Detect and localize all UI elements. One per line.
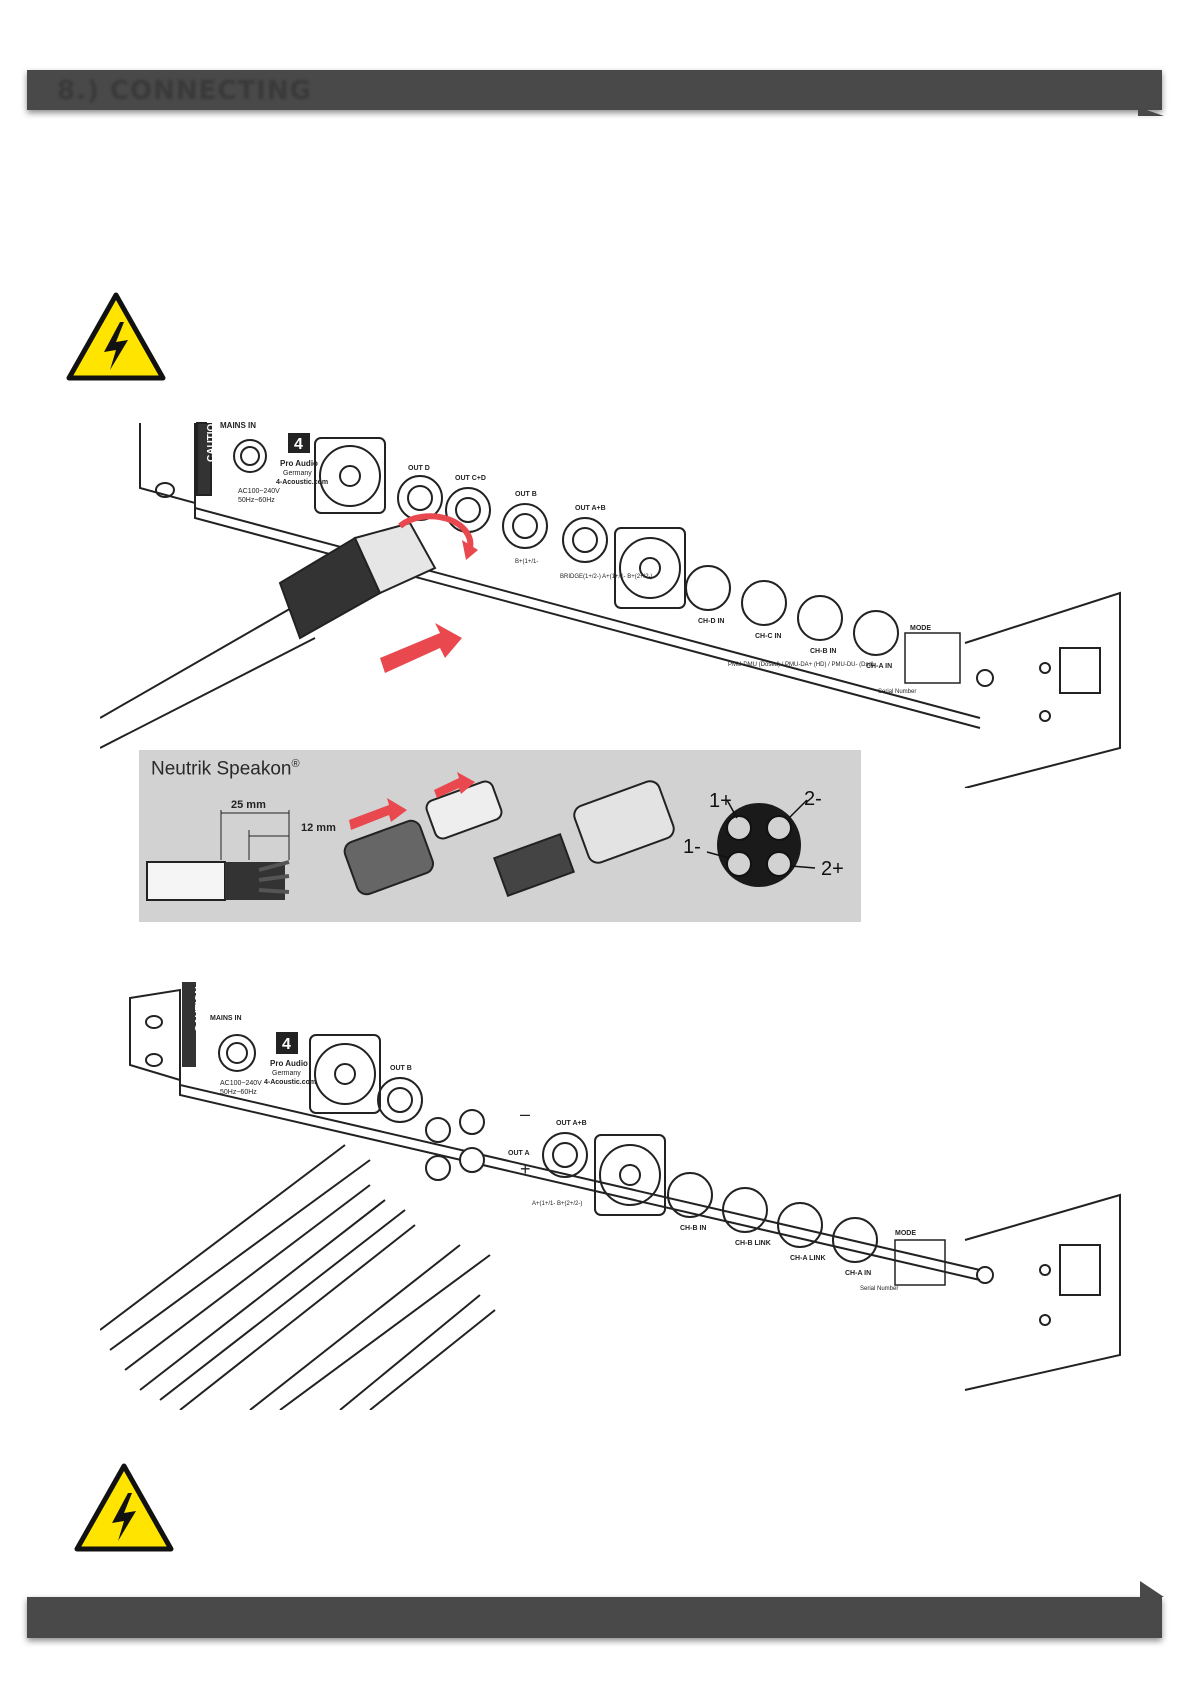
serial-label: Serial Number [878, 689, 916, 695]
bottom-note: A+(1+/1- B+(2+/2-) [532, 1201, 582, 1207]
brand-logo-digit: 4 [294, 436, 303, 453]
brand-bottom-1: Pro Audio [270, 1059, 308, 1068]
section-title: 8.) CONNECTING [57, 76, 312, 106]
mains-spec-2: 50Hz~60Hz [238, 497, 275, 504]
polarity-minus: – [520, 1104, 530, 1124]
page-footer-bar [27, 1581, 1164, 1638]
brand-bottom-3: 4-Acoustic.com [264, 1079, 316, 1086]
caution-label-bottom: CAUTION [194, 986, 205, 1032]
out-d-label: OUT D [408, 465, 430, 472]
ch-a-in-label: CH-A IN [866, 663, 892, 670]
pmu-line: PMU-DMU (Dosed) / PMU-DA+ (HD) / PMU-DU-… [728, 662, 874, 668]
caution-label: CAUTION [206, 418, 217, 462]
mains-spec-bottom-2: 50Hz~60Hz [220, 1089, 257, 1096]
out-ab-note: BRIDGE(1+/2-) A+(1+/1- B+(2+/2-) [560, 574, 653, 580]
mains-in-label-bottom: MAINS IN [210, 1015, 242, 1022]
ch-b-in-label: CH-B IN [810, 648, 836, 655]
brand-line-2: Germany [283, 470, 312, 477]
brand-line-3: 4-Acoustic.com [276, 479, 328, 486]
rotate-arrow-icon [398, 513, 474, 549]
brand-logo-digit-bottom: 4 [282, 1036, 291, 1053]
polarity-plus: + [520, 1159, 531, 1179]
push-arrow-icon [380, 623, 462, 673]
pin-1-minus: 1- [683, 836, 701, 858]
high-voltage-warning-icon [74, 1463, 174, 1552]
speakon-title: Neutrik Speakon® [151, 758, 300, 780]
ch-b-in-label-bottom: CH-B IN [680, 1225, 706, 1232]
out-b-label-bottom: OUT B [390, 1065, 412, 1072]
speakon-wiring-inset: Neutrik Speakon® 25 mm 12 mm 1+ 2- 1- 2+ [139, 750, 861, 922]
mains-spec-1: AC100~240V [238, 488, 280, 495]
amplifier-rear-panel-binding-posts-figure: CAUTION MAINS IN AC100~240V 50Hz~60Hz 4 … [100, 982, 1121, 1410]
mains-in-label: MAINS IN [220, 421, 256, 430]
ch-c-in-label: CH-C IN [755, 633, 781, 640]
amplifier-rear-panel-speakon-figure: CAUTION MAINS IN AC100~240V 50Hz~60Hz 4 … [100, 418, 1121, 788]
high-voltage-warning-icon [66, 292, 166, 381]
mains-spec-bottom-1: AC100~240V [220, 1080, 262, 1087]
brand-logo [288, 433, 310, 453]
out-b-note: B+(1+/1- [515, 559, 538, 565]
brand-line-1: Pro Audio [280, 459, 318, 468]
brand-bottom-2: Germany [272, 1070, 301, 1077]
out-ab-label: OUT A+B [575, 505, 606, 512]
ch-b-link-label: CH-B LINK [735, 1240, 771, 1247]
pin-1-plus: 1+ [709, 790, 732, 812]
ch-a-in-label-bottom: CH-A IN [845, 1270, 871, 1277]
out-b-label: OUT B [515, 491, 537, 498]
speakon-wiring-diagram [146, 772, 816, 901]
out-a-label-bottom: OUT A [508, 1150, 530, 1157]
section-header-bar: 8.) CONNECTING [27, 70, 1164, 116]
footer-corner-triangle [1140, 1581, 1164, 1597]
mode-label-bottom: MODE [895, 1230, 916, 1237]
serial-label-bottom: Serial Number [860, 1286, 898, 1292]
strip-arrow-icon [349, 798, 407, 830]
dim-25mm: 25 mm [231, 799, 266, 811]
ch-a-link-label: CH-A LINK [790, 1255, 826, 1262]
out-ab-label-bottom: OUT A+B [556, 1120, 587, 1127]
ch-d-in-label: CH-D IN [698, 618, 724, 625]
pin-2-plus: 2+ [821, 858, 844, 880]
out-cd-label: OUT C+D [455, 475, 486, 482]
pin-2-minus: 2- [804, 788, 822, 810]
header-corner-triangle [1138, 107, 1164, 116]
dim-12mm: 12 mm [301, 822, 336, 834]
mode-label: MODE [910, 625, 931, 632]
